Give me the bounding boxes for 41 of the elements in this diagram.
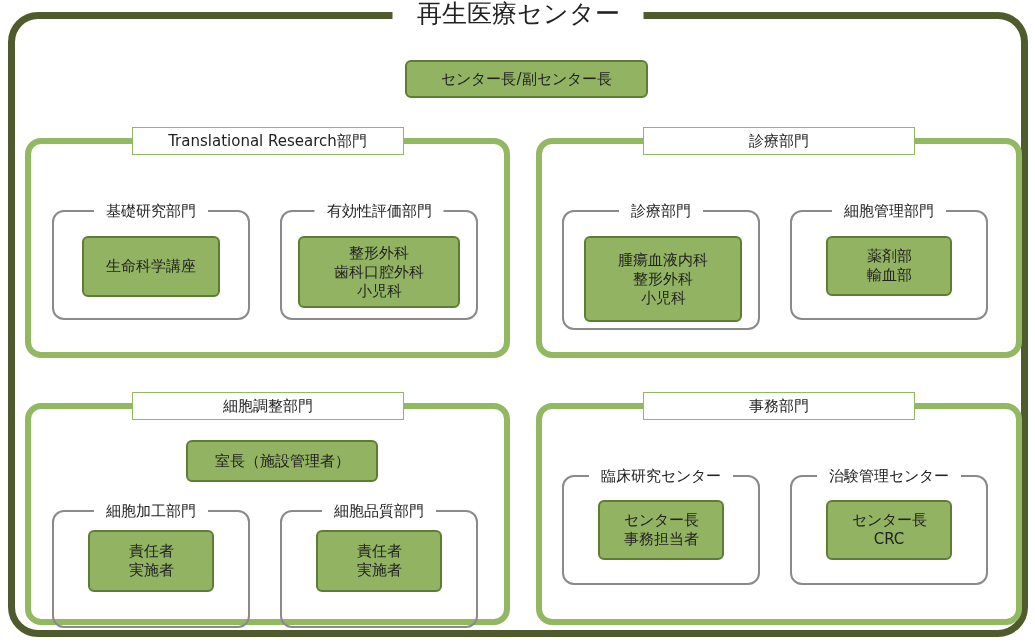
section-title: 臨床研究センター — [589, 466, 733, 486]
section-title: 基礎研究部門 — [94, 201, 208, 221]
section-title: 診療部門 — [619, 201, 703, 221]
unit-name: 実施者 — [356, 561, 402, 580]
unit-box — [826, 236, 952, 296]
unit-box — [598, 500, 724, 560]
unit-box — [826, 500, 952, 560]
division-header: 細胞調整部門 — [131, 392, 404, 420]
unit-box — [298, 236, 460, 308]
section-title: 有効性評価部門 — [314, 201, 444, 221]
unit-name: 整形外科 — [349, 243, 409, 263]
section-title: 治験管理センター — [817, 466, 961, 486]
unit-box — [88, 530, 214, 592]
unit-box — [316, 530, 442, 592]
unit-name: 小児科 — [640, 288, 686, 308]
unit-name: 腫瘍血液内科 — [618, 250, 708, 270]
unit-box — [584, 236, 742, 322]
division-header: Translational Research部門 — [131, 127, 404, 155]
unit-box — [186, 440, 378, 482]
unit-name: CRC — [873, 530, 905, 549]
unit-name: センター長 — [623, 511, 699, 530]
section-title: 細胞管理部門 — [832, 201, 946, 221]
unit-name: 事務担当者 — [623, 530, 699, 549]
unit-name: 実施者 — [128, 561, 174, 580]
unit-name: 責任者 — [356, 542, 402, 561]
unit-name: 生命科学講座 — [106, 257, 196, 276]
section-title: 細胞加工部門 — [94, 501, 208, 521]
unit-name: 歯科口腔外科 — [334, 262, 424, 282]
unit-box — [405, 60, 648, 98]
unit-name: 室長（施設管理者） — [214, 451, 350, 471]
section-title: 細胞品質部門 — [322, 501, 436, 521]
division-header: 事務部門 — [643, 392, 915, 420]
unit-box — [82, 236, 220, 297]
division-header: 診療部門 — [643, 127, 915, 155]
unit-name: 整形外科 — [633, 269, 693, 289]
unit-name: 責任者 — [128, 542, 174, 561]
unit-name: 輸血部 — [866, 266, 912, 285]
unit-name: 薬剤部 — [866, 247, 912, 266]
unit-name: センター長 — [851, 511, 927, 530]
unit-name: 小児科 — [356, 281, 402, 301]
unit-name: センター長/副センター長 — [441, 69, 612, 89]
